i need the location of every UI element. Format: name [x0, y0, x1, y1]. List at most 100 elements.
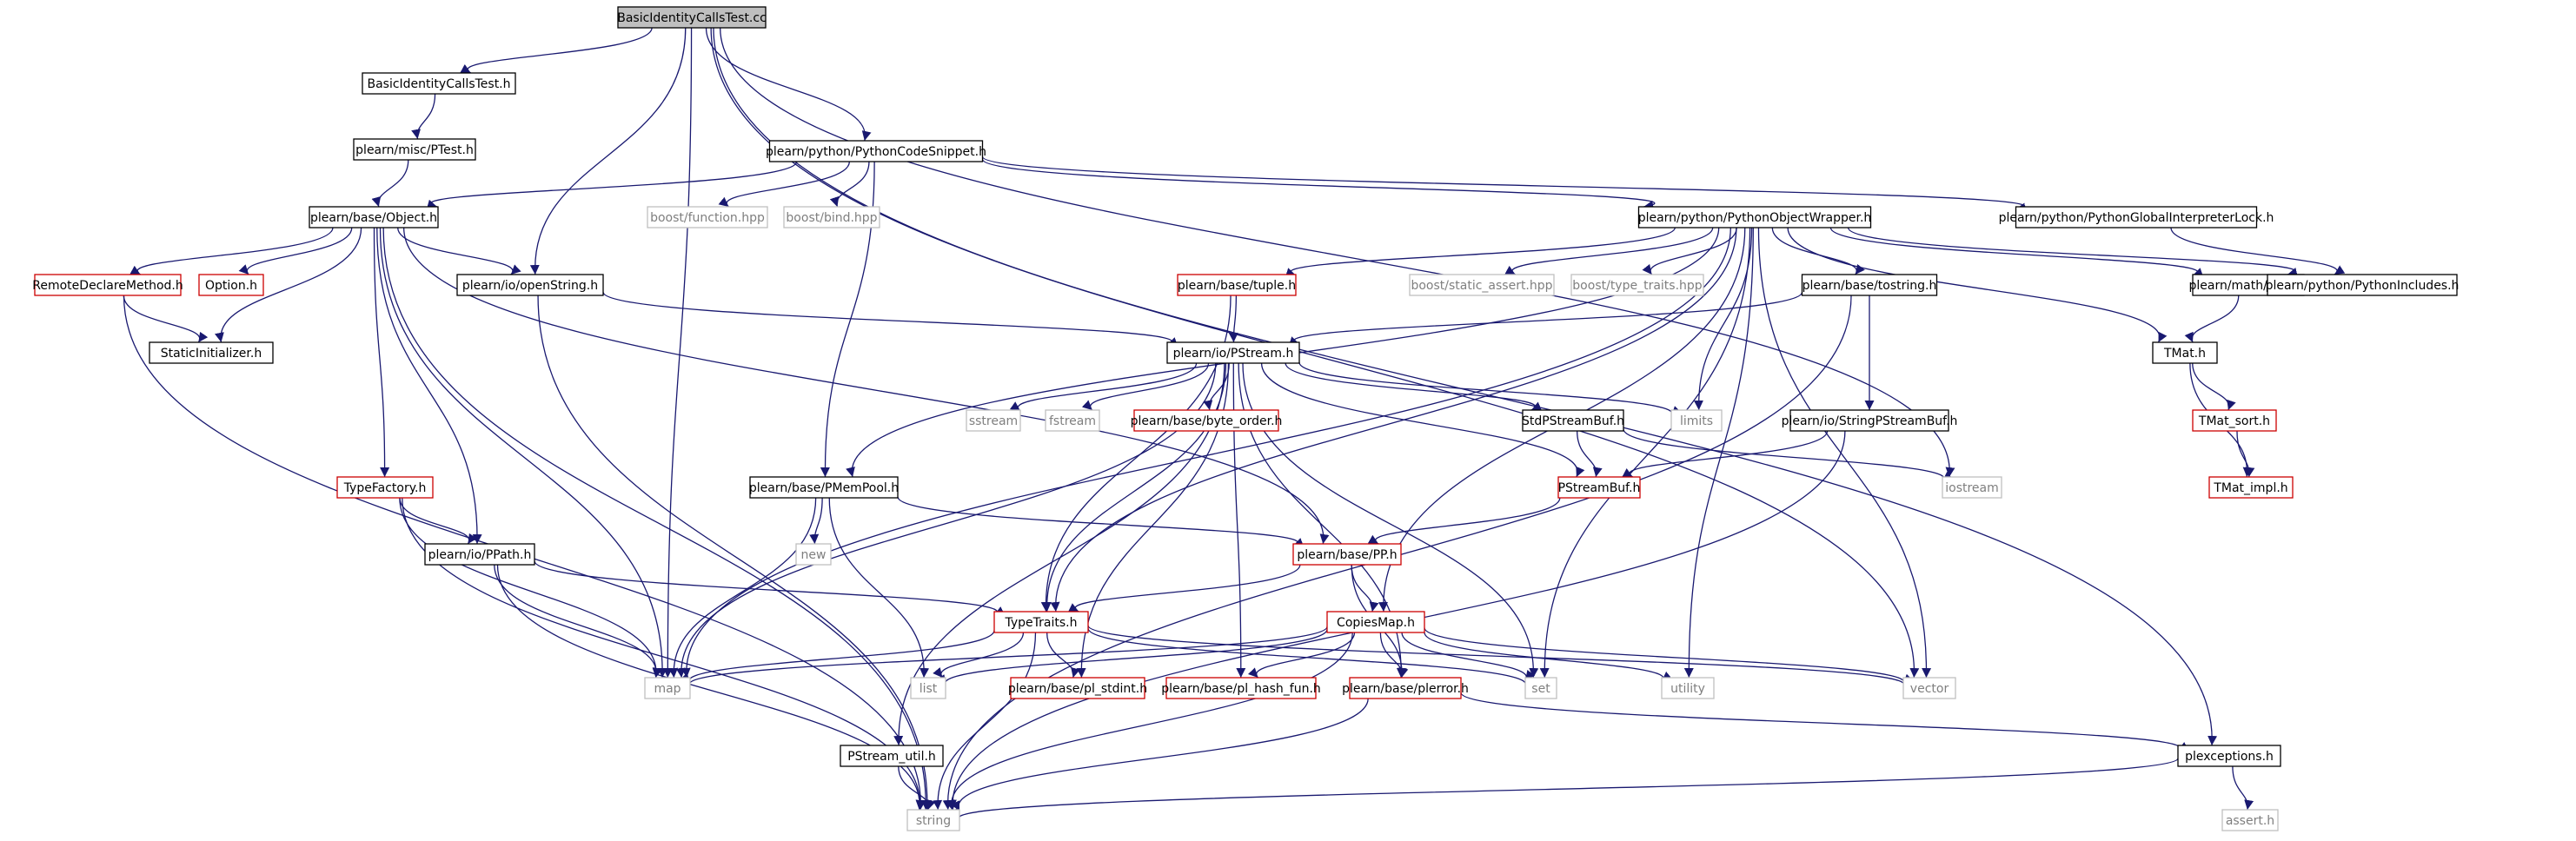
node-typetraits[interactable]: TypeTraits.h [993, 611, 1089, 633]
node-box [1902, 677, 1956, 699]
node-plexceptions[interactable]: plexceptions.h [2177, 745, 2281, 767]
node-label: plearn/base/byte_order.h [1131, 414, 1283, 428]
edge-pycode-to-pyobjwrap [981, 158, 1656, 210]
node-copiesmap[interactable]: CopiesMap.h [1326, 611, 1425, 633]
node-asserth: assert.h [2221, 809, 2279, 831]
node-box [1292, 543, 1402, 566]
node-ppath[interactable]: plearn/io/PPath.h [424, 543, 535, 566]
node-typefactory[interactable]: TypeFactory.h [336, 476, 434, 499]
node-label: assert.h [2226, 814, 2274, 828]
node-label: RemoteDeclareMethod.h [32, 279, 183, 293]
edge-object-to-staticinit [215, 227, 362, 343]
node-label: plearn/python/PythonGlobalInterpreterLoc… [1999, 211, 2274, 225]
edge-pycode-to-object [426, 161, 798, 209]
node-label: new [801, 548, 827, 562]
node-box [1942, 476, 2002, 499]
node-pyobjwrap[interactable]: plearn/python/PythonObjectWrapper.h [1638, 206, 1872, 228]
node-label: fstream [1049, 414, 1096, 428]
edge-pyobjwrap-to-limits [1693, 227, 1753, 411]
node-label: plearn/python/PythonCodeSnippet.h [766, 145, 986, 159]
node-box [906, 809, 960, 831]
node-string: string [906, 809, 960, 831]
node-label: plearn/io/PStream.h [1173, 347, 1294, 361]
node-box [1570, 274, 1704, 296]
node-label: BasicIdentityCallsTest.cc [617, 11, 767, 25]
edge-object-to-typefactory [373, 227, 390, 478]
node-box [2177, 745, 2281, 767]
node-plstdint[interactable]: plearn/base/pl_stdint.h [1008, 677, 1147, 699]
node-utility: utility [1661, 677, 1715, 699]
node-option[interactable]: Option.h [198, 274, 264, 296]
edge-pyobjwrap-to-pyincludes [1847, 227, 2298, 277]
edge-pyobjwrap-to-set [1539, 227, 1751, 679]
node-label: plearn/misc/PTest.h [355, 143, 474, 157]
node-label: TMat_impl.h [2213, 481, 2287, 495]
node-label: plearn/python/PythonIncludes.h [2266, 279, 2460, 293]
edge-copiesmap-to-plhashfun [1247, 632, 1356, 679]
node-box [362, 72, 516, 95]
node-box [2192, 409, 2277, 432]
edge-bict-h-to-ptest [411, 93, 436, 140]
node-box [1177, 274, 1297, 296]
node-label: BasicIdentityCallsTest.h [367, 77, 510, 91]
edge-object-to-map [379, 227, 667, 679]
node-plhashfun[interactable]: plearn/base/pl_hash_fun.h [1161, 677, 1321, 699]
edge-pstream-to-stdpsbuf [1285, 362, 1543, 411]
node-pmempool[interactable]: plearn/base/PMemPool.h [749, 476, 899, 499]
node-label: plearn/base/PP.h [1297, 548, 1397, 562]
node-new: new [795, 543, 832, 566]
node-openstring[interactable]: plearn/io/openString.h [456, 274, 604, 296]
node-box [1166, 341, 1300, 364]
node-box [2221, 809, 2279, 831]
edge-pyobjwrap-to-tvec [1829, 227, 2204, 277]
node-pstream[interactable]: plearn/io/PStream.h [1166, 341, 1300, 364]
node-pp[interactable]: plearn/base/PP.h [1292, 543, 1402, 566]
node-pyincludes[interactable]: plearn/python/PythonIncludes.h [2266, 274, 2460, 296]
node-box [1165, 677, 1317, 699]
node-label: set [1531, 682, 1550, 696]
node-box [1801, 274, 1938, 296]
node-box [336, 476, 434, 499]
node-staticinit[interactable]: StaticInitializer.h [149, 341, 274, 364]
node-stdpsbuf[interactable]: StdPStreamBuf.h [1522, 409, 1624, 432]
node-boostfunc: boost/function.hpp [647, 206, 768, 228]
node-tmatsort[interactable]: TMat_sort.h [2192, 409, 2277, 432]
node-remotedecl[interactable]: RemoteDeclareMethod.h [32, 274, 183, 296]
node-tmatimpl[interactable]: TMat_impl.h [2208, 476, 2294, 499]
node-bict-h[interactable]: BasicIdentityCallsTest.h [362, 72, 516, 95]
node-tostring[interactable]: plearn/base/tostring.h [1801, 274, 1938, 296]
node-strpsbuf[interactable]: plearn/io/StringPStreamBuf.h [1782, 409, 1958, 432]
edge-object-to-string [382, 227, 931, 811]
node-psbuf[interactable]: PStreamBuf.h [1557, 476, 1641, 499]
edge-root-to-openstring [529, 27, 687, 275]
edge-pmempool-to-list [828, 497, 930, 679]
node-box [617, 6, 767, 29]
node-object[interactable]: plearn/base/Object.h [309, 206, 439, 228]
node-tmat[interactable]: TMat.h [2152, 341, 2218, 364]
node-sstream: sstream [966, 409, 1021, 432]
node-pygil[interactable]: plearn/python/PythonGlobalInterpreterLoc… [1999, 206, 2274, 228]
node-label: StaticInitializer.h [161, 347, 262, 361]
edge-plerror-to-string [951, 698, 1369, 811]
edge-pmempool-to-map [668, 497, 817, 679]
edge-pyobjwrap-to-tmat [1787, 227, 2168, 343]
node-label: plearn/base/plerror.h [1342, 682, 1469, 696]
node-box [1010, 677, 1145, 699]
node-limits: limits [1670, 409, 1723, 432]
edge-stdpsbuf-to-iostream [1623, 428, 1954, 482]
node-box [1045, 409, 1100, 432]
node-iostream: iostream [1942, 476, 2002, 499]
edge-ptest-to-object [371, 159, 409, 208]
node-pycode[interactable]: plearn/python/PythonCodeSnippet.h [766, 140, 986, 162]
node-box [1524, 677, 1557, 699]
node-tuple[interactable]: plearn/base/tuple.h [1177, 274, 1297, 296]
node-ptest[interactable]: plearn/misc/PTest.h [353, 138, 476, 161]
node-root[interactable]: BasicIdentityCallsTest.cc [617, 6, 767, 29]
edge-pstream-to-pstreamutil [893, 362, 1225, 746]
node-box [2015, 206, 2258, 228]
node-plerror[interactable]: plearn/base/plerror.h [1342, 677, 1469, 699]
edge-pyobjwrap-to-tuple [1285, 227, 1676, 277]
node-byteorder[interactable]: plearn/base/byte_order.h [1131, 409, 1283, 432]
node-label: plearn/io/StringPStreamBuf.h [1782, 414, 1958, 428]
node-pstreamutil[interactable]: PStream_util.h [840, 745, 944, 767]
